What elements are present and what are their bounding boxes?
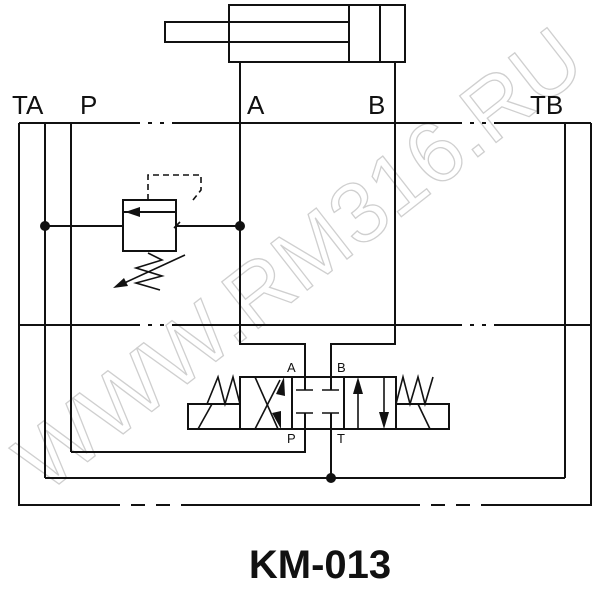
port-a-label: A [247, 90, 265, 120]
port-p-label: P [80, 90, 97, 120]
port-tb-label: TB [530, 90, 563, 120]
cylinder [164, 4, 406, 123]
directional-valve [187, 373, 450, 430]
valve-port-p-label: P [287, 431, 296, 446]
routing-lines [18, 325, 592, 506]
valve-port-a-label: A [287, 360, 296, 375]
port-b-label: B [368, 90, 385, 120]
valve-port-b-label: B [337, 360, 346, 375]
valve-port-t-label: T [337, 431, 345, 446]
relief-valve [40, 174, 245, 291]
diagram-title: KM-013 [249, 543, 391, 587]
watermark: WWW.RM316.RU [0, 10, 600, 510]
port-ta-label: TA [12, 90, 44, 120]
subplate-block [18, 122, 592, 478]
